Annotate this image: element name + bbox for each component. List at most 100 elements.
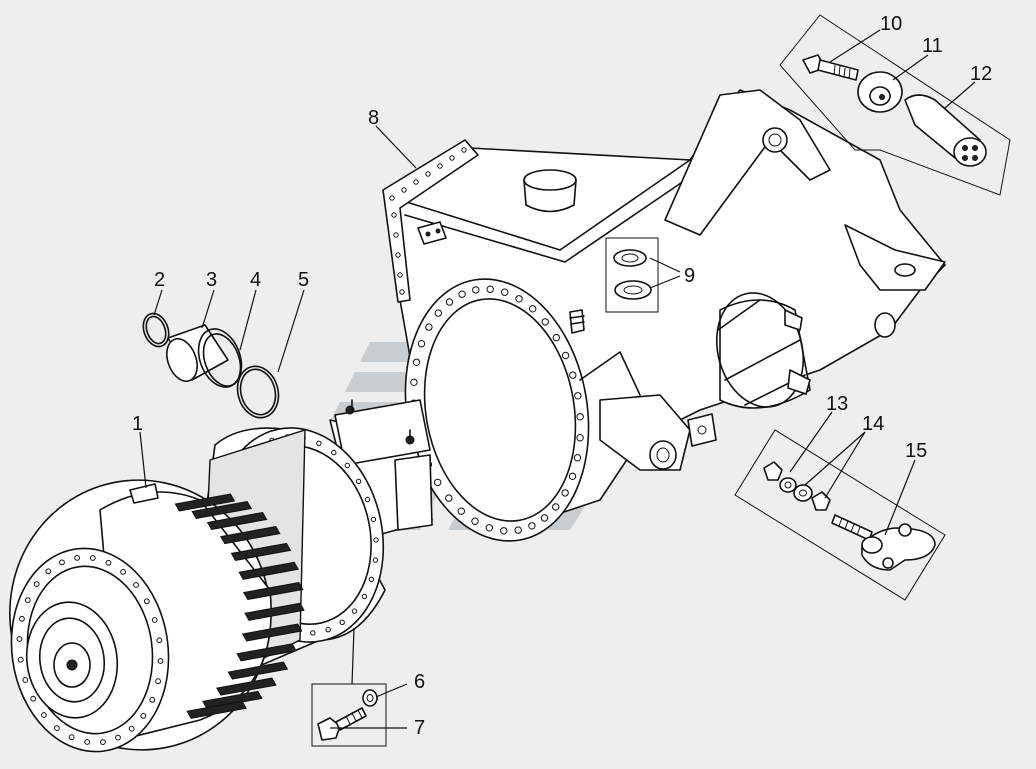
hub-bolt [100, 739, 106, 745]
hub-bolt [149, 696, 156, 703]
drum-bolt-hole [331, 449, 337, 456]
flange-bolt-hole [574, 392, 582, 400]
hub-bolt [140, 713, 147, 719]
flange-bolt-hole [445, 298, 454, 306]
flange-bolt-hole [472, 286, 480, 294]
hub-fin [191, 500, 252, 520]
flange-bolt-hole [434, 309, 442, 317]
hub-fin [241, 623, 303, 642]
hub-fin [238, 561, 299, 580]
callout-9: 9 [684, 265, 695, 287]
drum-bolt-hole [364, 496, 371, 503]
hub-bolt [156, 637, 163, 644]
flange-bolt-hole [515, 295, 523, 303]
hub-fin [243, 581, 304, 601]
hub-bolt [41, 712, 47, 718]
plug-group-9 [569, 237, 659, 334]
callout-10: 10 [880, 13, 902, 35]
hub-fin [220, 526, 281, 545]
hub-fin [202, 690, 263, 709]
drum-bolt-hole [325, 627, 331, 633]
callout-1: 1 [132, 413, 143, 435]
flange-bolt-hole [573, 454, 582, 462]
flange-bolt-hole [410, 378, 418, 386]
flange-bolt-hole [514, 526, 522, 534]
drum-bolt-hole [310, 630, 316, 636]
hub-bolt [105, 559, 112, 566]
drum-bolt-hole [316, 440, 322, 446]
flange-bolt-hole [434, 478, 442, 487]
drum-bolt-hole [339, 619, 345, 625]
drum-bolt-hole [344, 462, 350, 469]
flange-bolt-hole [457, 507, 465, 515]
hub-fin [216, 677, 277, 696]
hub-bolt [157, 658, 164, 664]
flange-bolt-hole [485, 524, 493, 532]
flange-bolt-hole [471, 517, 479, 525]
flange-bolt-hole [561, 351, 570, 360]
flange-plate-holes [389, 147, 467, 295]
hub-bolt [45, 568, 52, 575]
flange-bolt-hole [568, 472, 577, 480]
flange-bolt-hole [552, 333, 560, 342]
callout-13: 13 [826, 393, 848, 415]
hub-fins [174, 493, 305, 719]
flange-bolt-hole [540, 514, 549, 522]
hub-bolt [120, 569, 126, 575]
callout-12: 12 [970, 63, 992, 85]
wheel-drive-assembly [9, 399, 433, 753]
inset-13-15 [734, 429, 946, 601]
drum-bolt-hole [351, 608, 358, 614]
flange-bolt-hole [425, 323, 433, 331]
hub-fin [186, 700, 247, 719]
hub-fin [206, 511, 268, 531]
hub-bolt [33, 581, 40, 587]
callout-8: 8 [368, 107, 379, 129]
drum-bolt-hole [372, 557, 379, 563]
drum-bolt-hole [373, 537, 379, 543]
hub-bolt [115, 734, 121, 741]
hub-fin [227, 661, 289, 680]
hub-fin [174, 493, 236, 512]
flange-bolt-hole [561, 489, 569, 497]
hub-bolt [68, 734, 75, 741]
hub-fin [230, 542, 292, 561]
callout-7: 7 [414, 717, 425, 739]
hub-bolt-ring [16, 555, 164, 745]
flange-bolt-hole [529, 305, 537, 313]
flange-bolt-hole [541, 318, 549, 326]
inset-6-7 [311, 683, 387, 747]
flange-bolt-hole [417, 340, 426, 348]
callout-3: 3 [206, 269, 217, 291]
callout-5: 5 [298, 269, 309, 291]
hub-bolt [151, 617, 158, 623]
hub-fin [236, 643, 297, 662]
seal-parts [142, 312, 280, 419]
flange-bolt-hole [501, 288, 509, 296]
drum-bolt-hole [370, 516, 377, 523]
inset-10-12 [779, 14, 1011, 196]
flange-bolt-hole [458, 290, 466, 298]
dust-cover [715, 292, 811, 409]
hub-bolt [19, 615, 25, 622]
axle-housing [382, 89, 946, 542]
hub-bolt [143, 598, 150, 605]
hub-bolt [54, 725, 60, 731]
callout-14: 14 [862, 413, 884, 435]
flange-bolt-hole [576, 413, 584, 421]
drum-bolt-hole [368, 576, 375, 582]
callout-2: 2 [154, 269, 165, 291]
callout-labels: 1 2 3 4 5 6 7 8 9 10 11 12 13 14 15 [132, 13, 992, 739]
hub-bolt [133, 582, 140, 588]
callout-15: 15 [905, 440, 927, 462]
flange-bolt-hole [486, 285, 494, 293]
flange-bolt-hole [445, 494, 453, 502]
callout-11: 11 [922, 35, 943, 57]
hub-bolt [128, 725, 135, 732]
flange-bolt-hole [500, 527, 508, 535]
hub-bolt [59, 559, 65, 566]
hub-fin [244, 602, 305, 621]
flange-bolt-hole [412, 358, 421, 366]
